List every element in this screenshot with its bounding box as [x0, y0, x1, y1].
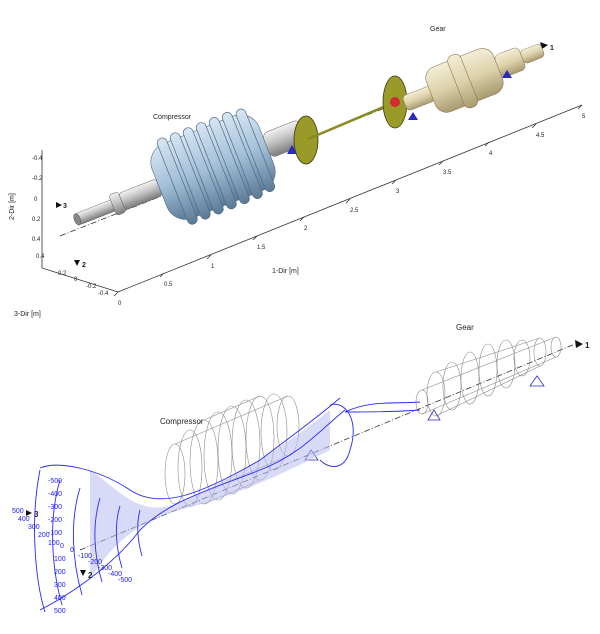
axis-1-label: 1-Dir [m]	[272, 268, 299, 275]
marker-3-arrow	[56, 202, 62, 208]
scale-left-6: 100	[54, 556, 66, 563]
scale-left-1: -400	[48, 491, 62, 498]
scale-side-4: 100	[48, 540, 60, 547]
bottom-marker-1-label: 1	[585, 341, 590, 350]
bottom-marker-2-arrow	[80, 570, 86, 576]
compressor-label: Compressor	[153, 114, 192, 121]
tick-1-15: 1.5	[257, 245, 266, 251]
tick-1-2: 2	[304, 226, 308, 232]
tick-1-35: 3.5	[443, 170, 452, 176]
bottom-bearing-2	[427, 409, 441, 421]
scale-left-0: -500	[48, 478, 62, 485]
scale-side-0: 500	[12, 508, 24, 515]
gear-wireframe	[415, 336, 562, 417]
tick-2-a: -0.4	[32, 156, 43, 162]
tick-3-c: 0	[74, 277, 78, 283]
scale-left-9: 400	[54, 595, 66, 602]
tick-1-05: 0.5	[164, 282, 173, 288]
coupling-disc-1	[293, 115, 319, 165]
bearing-support-1	[287, 145, 297, 154]
bottom-marker-1-arrow	[575, 340, 583, 348]
axis-frame	[41, 104, 583, 297]
tick-1-25: 2.5	[350, 208, 359, 214]
mode-shape-canvas: 1	[12, 323, 590, 615]
axis-3-label: 3-Dir [m]	[14, 311, 41, 318]
tick-1-1: 1	[211, 264, 215, 270]
mode-shape-fill	[90, 410, 330, 580]
scale-side-5: 0	[70, 547, 74, 554]
scale-side-10: -500	[118, 577, 132, 584]
axis-3-line	[41, 267, 119, 293]
scale-left-2: -300	[48, 504, 62, 511]
scale-side-9: -400	[108, 571, 122, 578]
scale-left-7: 200	[54, 569, 66, 576]
scale-left-5: 0	[60, 543, 64, 550]
gear-rotor	[402, 44, 545, 113]
marker-1-arrow	[540, 42, 548, 49]
bearing-support-3	[502, 70, 512, 78]
scale-side-8: -300	[98, 565, 112, 572]
scale-left-3: -200	[48, 517, 62, 524]
tick-1-5: 5	[582, 114, 586, 120]
tick-2-c: 0	[34, 197, 38, 203]
mode-scale-side: 500 400 300 200 100 0 -100 -200 -300 -40…	[12, 508, 132, 584]
tick-1-4: 4	[489, 151, 493, 157]
marker-1-label: 1	[550, 45, 554, 52]
rotor-3d-canvas: 0 0.5 1 1.5 2 2.5 3 3.5 4 4.5 5 -0.4 -0.…	[9, 26, 586, 318]
coupling-hub	[390, 97, 400, 107]
tick-3-d: -0.2	[86, 284, 97, 290]
compressor-stages	[156, 108, 276, 225]
tick-1-0: 0	[118, 301, 122, 307]
scale-side-6: -100	[78, 553, 92, 560]
bottom-marker-3-arrow	[26, 510, 32, 516]
scale-left-10: 500	[54, 608, 66, 615]
mode-scale-left: -500 -400 -300 -200 -100 0 100 200 300 4…	[48, 478, 66, 615]
rotor-3d-view: 0 0.5 1 1.5 2 2.5 3 3.5 4 4.5 5 -0.4 -0.…	[9, 26, 586, 318]
compressor-rotor	[73, 108, 307, 226]
bottom-marker-3-label: 3	[34, 510, 39, 519]
tick-1-45: 4.5	[536, 133, 545, 139]
tick-2-e: 0.4	[32, 237, 41, 243]
bottom-compressor-label: Compressor	[160, 417, 204, 426]
marker-3-label: 3	[63, 203, 67, 210]
bottom-marker-2-label: 2	[88, 571, 93, 580]
bottom-gear-label: Gear	[456, 323, 474, 332]
axis-2-label: 2-Dir [m]	[9, 193, 16, 220]
tick-2-d: 0.2	[32, 217, 41, 223]
bearing-support-2	[408, 112, 418, 120]
coupling-shaft	[307, 101, 394, 141]
tick-3-a: 0.4	[36, 254, 45, 260]
axis-1-line	[117, 104, 583, 293]
mode-shape	[34, 397, 421, 613]
mode-shape-lines	[34, 397, 421, 613]
gear-label: Gear	[430, 26, 446, 33]
tick-1-3: 3	[396, 189, 400, 195]
scale-left-8: 300	[54, 582, 66, 589]
tick-2-b: -0.2	[32, 176, 43, 182]
tick-3-e: -0.4	[98, 291, 109, 297]
bottom-bearing-3	[529, 375, 545, 387]
scale-left-4: -100	[48, 530, 62, 537]
tick-3-b: 0.2	[58, 271, 67, 277]
marker-2-arrow	[74, 260, 80, 266]
scale-side-3: 200	[38, 532, 50, 539]
scale-side-2: 300	[28, 524, 40, 531]
marker-2-label: 2	[82, 262, 86, 269]
scale-side-7: -200	[88, 559, 102, 566]
scale-side-1: 400	[18, 516, 30, 523]
mode-shape-view: 1	[0, 320, 600, 629]
